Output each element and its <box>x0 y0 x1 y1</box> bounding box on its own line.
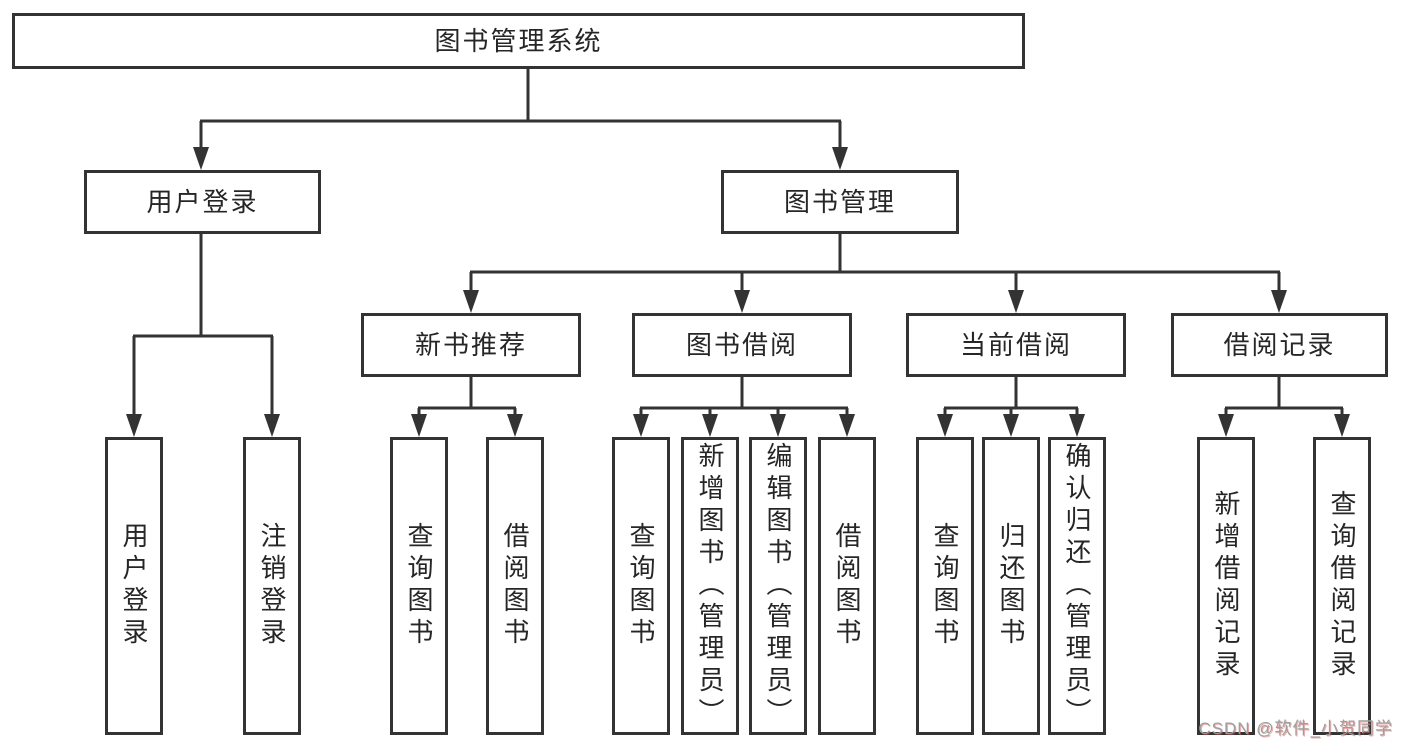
leaf-confirm-return-admin-label: 确认归还（管理员） <box>1062 442 1092 730</box>
node-current-borrowing-label: 当前借阅 <box>959 330 1072 360</box>
node-book-borrowing: 图书借阅 <box>632 313 852 377</box>
node-borrowing-records-label: 借阅记录 <box>1223 330 1336 360</box>
leaf-query-books-borrow-label: 查询图书 <box>626 522 656 650</box>
leaf-edit-books-admin-label: 编辑图书（管理员） <box>763 442 793 730</box>
leaf-add-borrow-record: 新增借阅记录 <box>1197 437 1255 735</box>
leaf-user-login: 用户登录 <box>105 437 163 735</box>
node-user-login: 用户登录 <box>84 170 321 234</box>
leaf-logout-login-label: 注销登录 <box>257 522 287 650</box>
leaf-add-books-admin: 新增图书（管理员） <box>681 437 739 735</box>
node-book-management-label: 图书管理 <box>783 187 896 217</box>
node-new-book-recommendation-label: 新书推荐 <box>414 330 527 360</box>
leaf-query-books-current-label: 查询图书 <box>930 522 960 650</box>
leaf-confirm-return-admin: 确认归还（管理员） <box>1048 437 1106 735</box>
leaf-borrow-books-recommend: 借阅图书 <box>486 437 544 735</box>
leaf-query-books-recommend: 查询图书 <box>390 437 448 735</box>
node-user-login-label: 用户登录 <box>146 187 259 217</box>
leaf-query-borrow-record-label: 查询借阅记录 <box>1327 490 1357 682</box>
node-current-borrowing: 当前借阅 <box>906 313 1126 377</box>
node-library-system: 图书管理系统 <box>12 13 1025 69</box>
leaf-return-books: 归还图书 <box>982 437 1040 735</box>
leaf-query-books-current: 查询图书 <box>916 437 974 735</box>
node-book-management: 图书管理 <box>721 170 959 234</box>
leaf-add-books-admin-label: 新增图书（管理员） <box>695 442 725 730</box>
node-library-system-label: 图书管理系统 <box>434 26 603 56</box>
leaf-add-borrow-record-label: 新增借阅记录 <box>1211 490 1241 682</box>
leaf-query-books-borrow: 查询图书 <box>612 437 670 735</box>
leaf-borrow-books: 借阅图书 <box>818 437 876 735</box>
leaf-edit-books-admin: 编辑图书（管理员） <box>749 437 807 735</box>
node-borrowing-records: 借阅记录 <box>1171 313 1388 377</box>
leaf-logout-login: 注销登录 <box>243 437 301 735</box>
leaf-borrow-books-label: 借阅图书 <box>832 522 862 650</box>
leaf-query-borrow-record: 查询借阅记录 <box>1313 437 1371 735</box>
leaf-return-books-label: 归还图书 <box>996 522 1026 650</box>
leaf-user-login-label: 用户登录 <box>119 522 149 650</box>
node-new-book-recommendation: 新书推荐 <box>361 313 581 377</box>
leaf-query-books-recommend-label: 查询图书 <box>404 522 434 650</box>
node-book-borrowing-label: 图书借阅 <box>685 330 798 360</box>
leaf-borrow-books-recommend-label: 借阅图书 <box>500 522 530 650</box>
csdn-watermark: CSDN @软件_小贺同学 <box>1198 719 1393 738</box>
